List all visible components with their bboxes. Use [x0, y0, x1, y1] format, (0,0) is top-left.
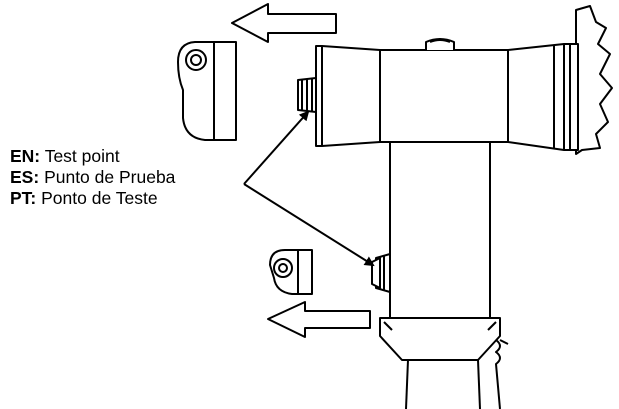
bottom-removal-arrow: [267, 301, 371, 338]
legend-text: Test point: [44, 146, 120, 166]
legend-row-pt: PT: Ponto de Teste: [10, 188, 175, 209]
legend-text: Ponto de Teste: [41, 188, 158, 208]
legend-row-en: EN: Test point: [10, 146, 175, 167]
test-point-label: EN: Test point ES: Punto de Prueba PT: P…: [10, 146, 175, 209]
legend-code: EN:: [10, 146, 41, 166]
cable: [575, 5, 613, 155]
bottom-test-point: [371, 253, 391, 293]
top-removal-arrow: [231, 3, 337, 43]
top-test-point: [297, 77, 317, 113]
label-pointers: [243, 110, 375, 267]
top-test-point-cap: [177, 41, 237, 141]
pointer-to-bottom-test-point: [243, 183, 375, 267]
legend-text: Punto de Prueba: [44, 167, 176, 187]
legend-row-es: ES: Punto de Prueba: [10, 167, 175, 188]
bottom-test-point-cap: [269, 249, 313, 295]
legend-code: ES:: [10, 167, 40, 187]
connector-horizontal-body: [315, 38, 579, 151]
pointer-to-top-test-point: [243, 110, 310, 185]
connector-bottom-collar: [379, 317, 509, 409]
connector-vertical-body: [389, 119, 491, 319]
legend-code: PT:: [10, 188, 37, 208]
